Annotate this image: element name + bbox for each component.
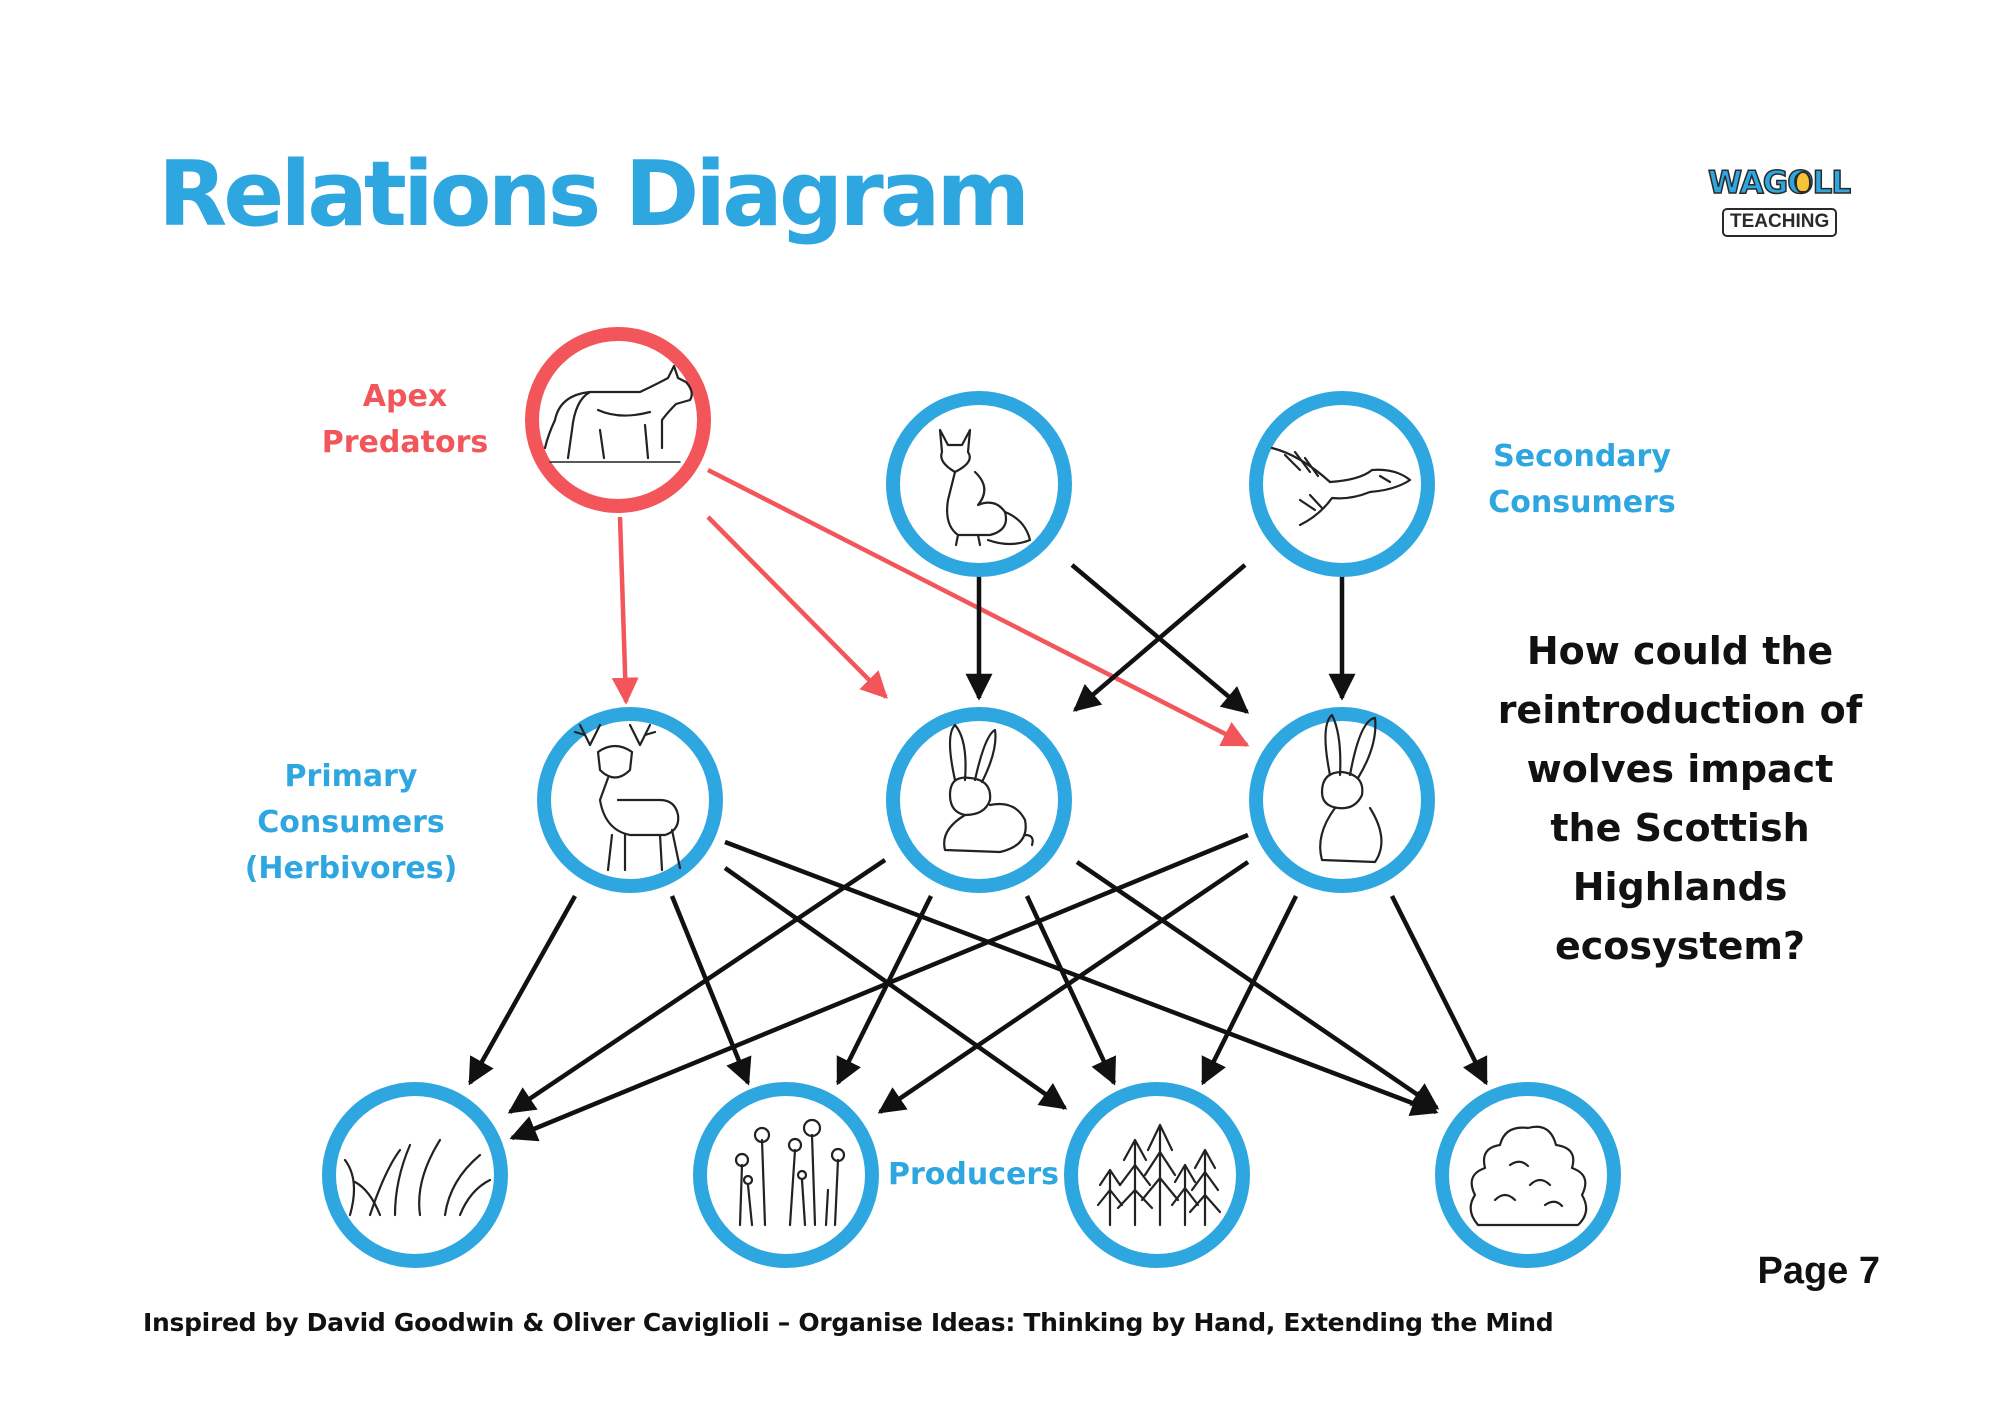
primary-arrows bbox=[468, 832, 1489, 1142]
node-wildflowers bbox=[693, 1082, 879, 1268]
arrow-hare-trees bbox=[1200, 894, 1299, 1086]
arrow-deer-grass bbox=[468, 894, 577, 1086]
label-producers: Producers bbox=[888, 1157, 1060, 1192]
shrub-icon bbox=[1469, 1125, 1588, 1227]
node-wolf bbox=[525, 327, 711, 513]
node-fox bbox=[886, 391, 1072, 577]
wolf-icon bbox=[543, 364, 693, 463]
label-primary-line2: (Herbivores) bbox=[244, 851, 458, 886]
arrow-rabbit-trees bbox=[1024, 895, 1117, 1086]
arrow-hare-grass bbox=[509, 832, 1249, 1142]
wildflowers-icon bbox=[734, 1118, 846, 1227]
node-eagle bbox=[1249, 391, 1435, 577]
lightbulb-icon bbox=[1795, 171, 1811, 193]
eagle-icon bbox=[1270, 446, 1412, 527]
arrow-rabbit-wildflowers bbox=[835, 894, 934, 1086]
label-secondary-consumers: Secondary Consumers bbox=[1462, 434, 1702, 526]
arrow-eagle-rabbit bbox=[1072, 563, 1247, 712]
question-line: How could the bbox=[1526, 629, 1834, 673]
question-line: reintroduction of bbox=[1497, 688, 1863, 732]
fox-icon bbox=[938, 428, 1032, 547]
arrow-hare-wildflowers bbox=[877, 860, 1250, 1114]
secondary-arrows bbox=[965, 563, 1356, 714]
label-apex-line1: Apex bbox=[362, 379, 448, 414]
label-apex-predators: Apex Predators bbox=[300, 374, 510, 466]
arrow-rabbit-shrub bbox=[1075, 860, 1440, 1110]
node-rabbit bbox=[886, 707, 1072, 893]
node-hare bbox=[1249, 707, 1435, 893]
arrow-wolf-rabbit bbox=[706, 515, 888, 699]
question-line: the Scottish bbox=[1550, 806, 1810, 850]
label-apex-line2: Predators bbox=[321, 425, 489, 460]
credit-line: Inspired by David Goodwin & Oliver Cavig… bbox=[143, 1308, 1554, 1337]
grass-icon bbox=[343, 1138, 492, 1217]
logo-wordmark: WAGOLL bbox=[1707, 165, 1852, 201]
label-primary-consumers: Primary Consumers (Herbivores) bbox=[186, 754, 516, 892]
label-secondary-line2: Consumers bbox=[1488, 485, 1676, 520]
label-primary-line1: Primary Consumers bbox=[257, 759, 445, 840]
label-secondary-line1: Secondary bbox=[1493, 439, 1671, 474]
node-trees bbox=[1064, 1082, 1250, 1268]
question-line: wolves impact bbox=[1526, 747, 1834, 791]
question-line: Highlands bbox=[1572, 865, 1788, 909]
question-text: How could the reintroduction of wolves i… bbox=[1485, 622, 1875, 976]
question-line: ecosystem? bbox=[1555, 924, 1805, 968]
rabbit-icon bbox=[943, 723, 1034, 854]
arrow-rabbit-grass bbox=[507, 858, 887, 1114]
arrow-deer-wildflowers bbox=[669, 895, 752, 1086]
arrow-deer-trees bbox=[723, 866, 1068, 1110]
arrow-wolf-deer bbox=[611, 516, 639, 705]
hare-icon bbox=[1319, 713, 1383, 864]
page-number: Page 7 bbox=[1757, 1250, 1880, 1292]
node-grass bbox=[322, 1082, 508, 1268]
wagoll-logo: WAGOLL TEACHING bbox=[1707, 165, 1852, 244]
trees-icon bbox=[1096, 1123, 1222, 1227]
page-title: Relations Diagram bbox=[158, 142, 1030, 247]
logo-subtitle: TEACHING bbox=[1722, 208, 1838, 237]
arrow-hare-shrub bbox=[1389, 894, 1489, 1086]
deer-icon bbox=[573, 723, 682, 872]
node-shrub bbox=[1435, 1082, 1621, 1268]
